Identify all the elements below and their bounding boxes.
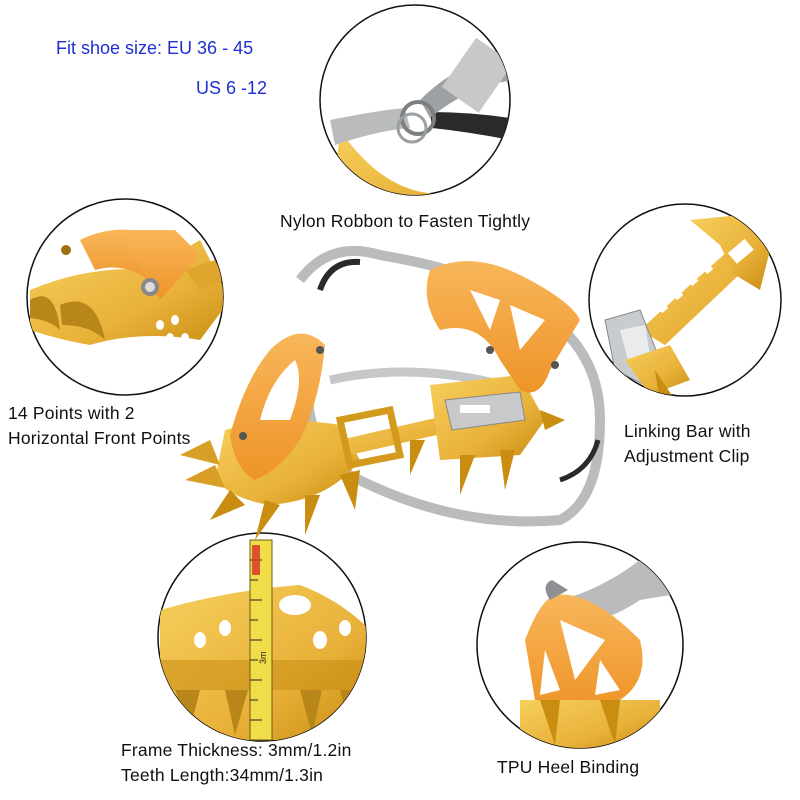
heel-binding-detail xyxy=(476,541,684,749)
fit-size-eu: Fit shoe size: EU 36 - 45 xyxy=(56,38,254,58)
caption-teeth-length: Teeth Length:34mm/1.3in xyxy=(121,765,324,785)
front-points-detail xyxy=(26,198,224,396)
linking-bar-detail xyxy=(588,203,782,397)
caption-frame-thickness: Frame Thickness: 3mm/1.2in xyxy=(121,740,352,760)
caption-linking-line1: Linking Bar with xyxy=(624,421,751,441)
caption-points-line1: 14 Points with 2 xyxy=(8,403,135,423)
fit-size-us: US 6 -12 xyxy=(196,78,268,98)
caption-points-line2: Horizontal Front Points xyxy=(8,428,191,448)
frame-thickness-detail: 3m xyxy=(157,532,367,742)
crampon-main xyxy=(180,245,606,540)
caption-linking-line2: Adjustment Clip xyxy=(624,446,750,466)
nylon-ribbon-detail xyxy=(319,4,511,196)
caption-nylon-ribbon: Nylon Robbon to Fasten Tightly xyxy=(280,211,531,231)
ruler-label: 3m xyxy=(258,651,268,664)
caption-heel-binding: TPU Heel Binding xyxy=(497,757,640,777)
